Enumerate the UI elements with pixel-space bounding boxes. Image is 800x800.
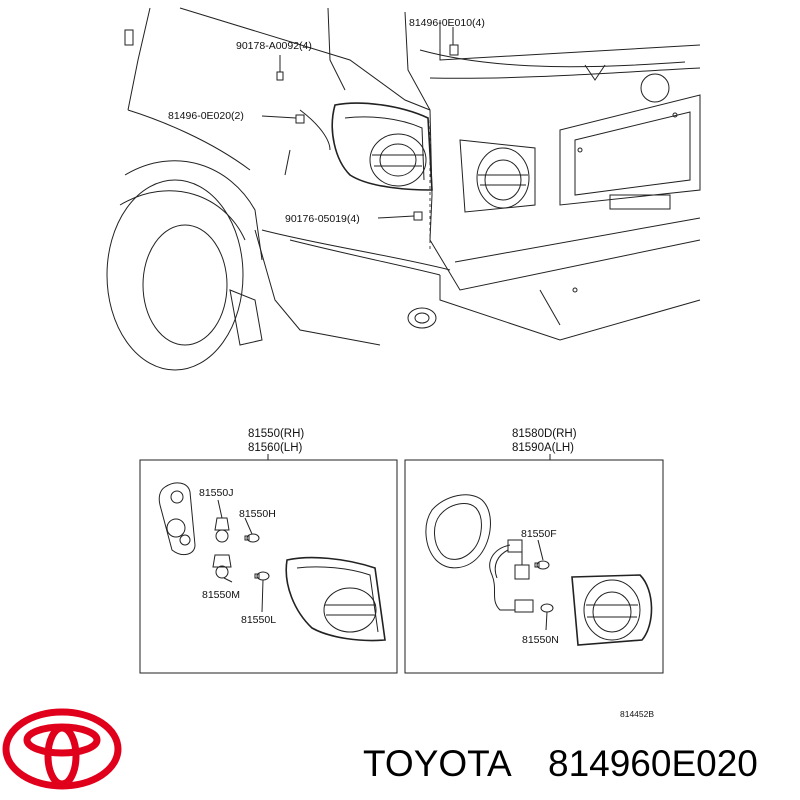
- callout-bolt: 90178-A0092(4): [236, 40, 312, 52]
- brand-name: TOYOTA: [363, 743, 512, 784]
- callout-clip-side: 81496-0E020(2): [168, 110, 244, 122]
- label-81550f: 81550F: [521, 528, 557, 540]
- left-detail-box: [139, 459, 398, 674]
- label-81550n: 81550N: [522, 634, 559, 646]
- left-box-header-rh: 81550(RH): [248, 428, 304, 440]
- right-detail-box: [404, 459, 664, 674]
- right-box-parts: [425, 494, 653, 646]
- left-box-parts: [158, 482, 386, 642]
- label-81550h: 81550H: [239, 508, 276, 520]
- part-number: 814960E020: [548, 743, 758, 784]
- right-box-header-rh: 81580D(RH): [512, 428, 577, 440]
- label-81550j: 81550J: [199, 487, 233, 499]
- callout-clip-upper: 81496-0E010(4): [409, 17, 485, 29]
- diagram-code: 814452B: [620, 709, 654, 719]
- vehicle-rear-illustration: [106, 7, 701, 371]
- left-box-header-lh: 81560(LH): [248, 442, 303, 454]
- label-81550m: 81550M: [202, 589, 240, 601]
- right-box-header-lh: 81590A(LH): [512, 442, 574, 454]
- callout-screw: 90176-05019(4): [285, 213, 360, 225]
- toyota-logo-icon: [2, 708, 122, 790]
- label-81550l: 81550L: [241, 614, 276, 626]
